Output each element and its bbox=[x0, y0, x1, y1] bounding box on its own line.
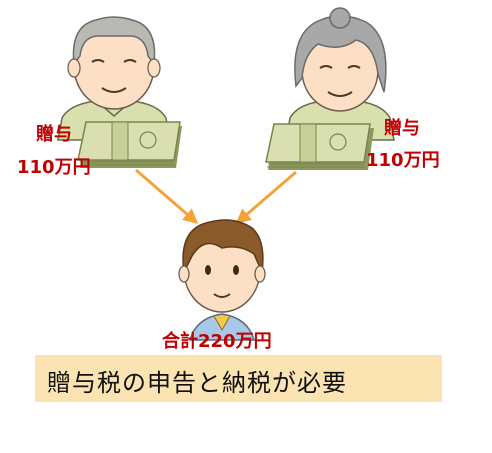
money-bundle-icon bbox=[265, 123, 374, 170]
gift-left-amount: 110万円 bbox=[17, 157, 91, 178]
gift-right-amount: 110万円 bbox=[366, 150, 440, 171]
gift-right-label: 贈与 bbox=[384, 118, 420, 139]
money-bundle-icon bbox=[77, 121, 182, 168]
arrow-icon bbox=[135, 168, 199, 224]
conclusion-text: 贈与税の申告と納税が必要 bbox=[47, 369, 347, 397]
gift-left-label: 贈与 bbox=[36, 124, 72, 145]
arrow-icon bbox=[235, 170, 297, 224]
grandmother-icon bbox=[285, 7, 395, 141]
grandchild-icon bbox=[178, 219, 266, 341]
total-amount-label: 合計220万円 bbox=[162, 331, 272, 352]
conclusion-banner: 贈与税の申告と納税が必要 bbox=[35, 355, 442, 402]
